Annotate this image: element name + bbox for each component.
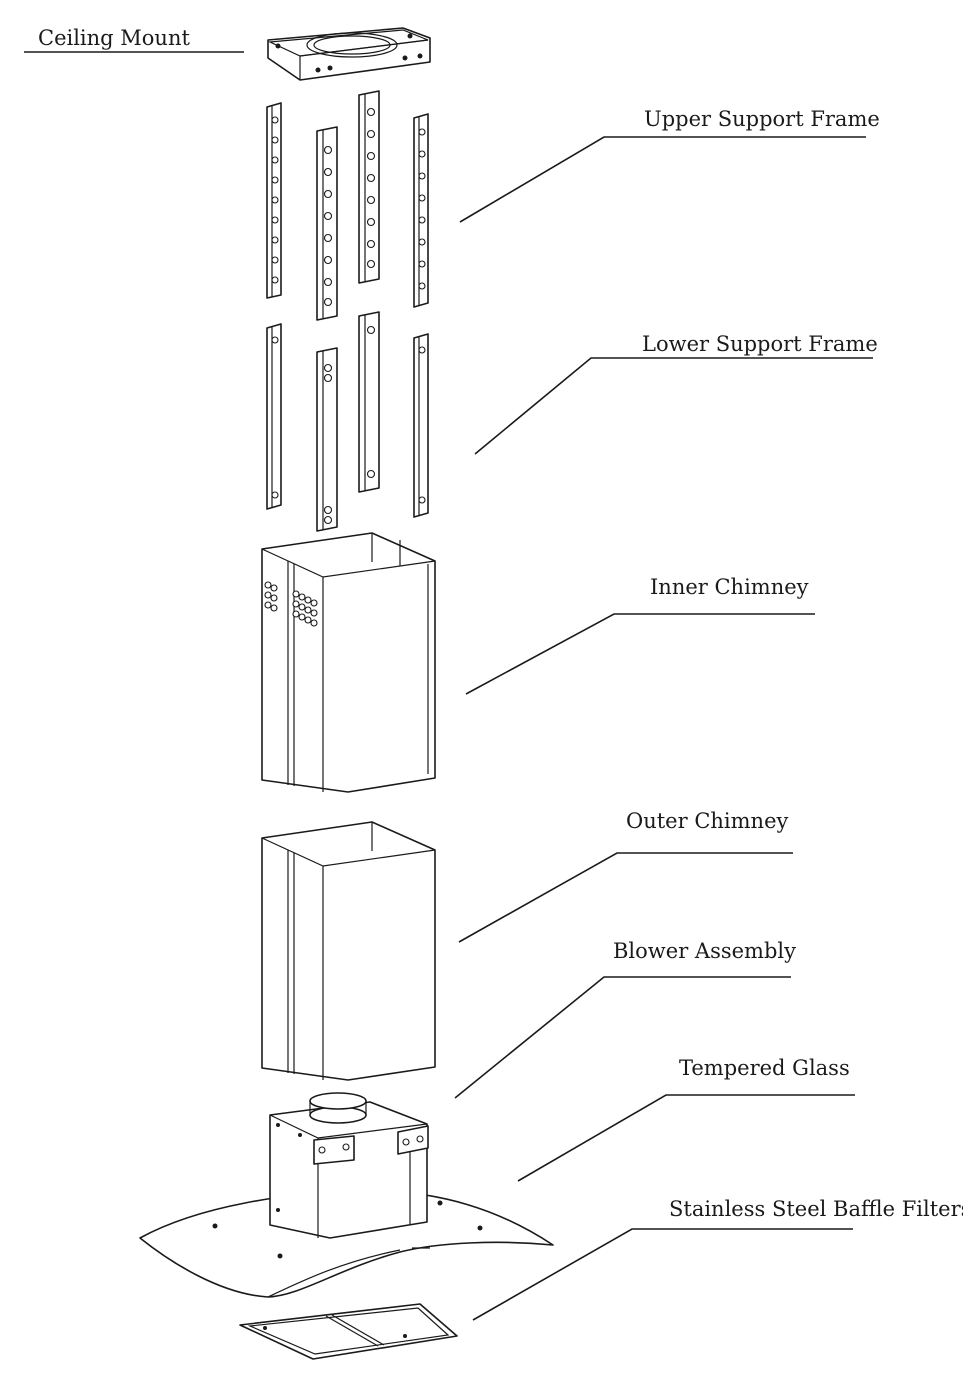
label-blower-assembly: Blower Assembly xyxy=(454,939,796,1099)
label-ceiling-mount: Ceiling Mount xyxy=(24,26,244,53)
label-tempered-glass-text: Tempered Glass xyxy=(679,1056,850,1080)
label-blower-assembly-text: Blower Assembly xyxy=(613,939,796,963)
label-ceiling-mount-text: Ceiling Mount xyxy=(38,26,190,50)
label-upper-support-frame-text: Upper Support Frame xyxy=(644,107,880,131)
inner-chimney-part xyxy=(261,532,436,793)
ceiling-mount-part xyxy=(267,27,431,81)
blower-assembly-part xyxy=(269,1092,429,1239)
label-lower-support-frame: Lower Support Frame xyxy=(474,332,878,455)
label-baffle-filters: Stainless Steel Baffle Filters xyxy=(472,1197,963,1321)
label-inner-chimney-text: Inner Chimney xyxy=(650,575,809,599)
label-outer-chimney-text: Outer Chimney xyxy=(626,809,788,833)
upper-support-frame-part xyxy=(266,90,429,321)
leader-outer-chimney xyxy=(458,852,793,943)
label-tempered-glass: Tempered Glass xyxy=(517,1056,855,1182)
label-upper-support-frame: Upper Support Frame xyxy=(459,107,880,223)
leader-baffle-filters xyxy=(472,1228,853,1321)
leader-tempered-glass xyxy=(517,1094,855,1182)
leader-upper-support-frame xyxy=(459,136,866,223)
label-lower-support-frame-text: Lower Support Frame xyxy=(642,332,878,356)
lower-support-frame-part xyxy=(266,311,429,532)
label-inner-chimney: Inner Chimney xyxy=(465,575,815,695)
baffle-filters-part xyxy=(239,1303,458,1360)
label-outer-chimney: Outer Chimney xyxy=(458,809,793,943)
leader-blower-assembly xyxy=(454,976,791,1099)
leader-lower-support-frame xyxy=(474,357,873,455)
label-baffle-filters-text: Stainless Steel Baffle Filters xyxy=(669,1197,963,1221)
leader-inner-chimney xyxy=(465,613,815,695)
outer-chimney-part xyxy=(261,821,436,1081)
